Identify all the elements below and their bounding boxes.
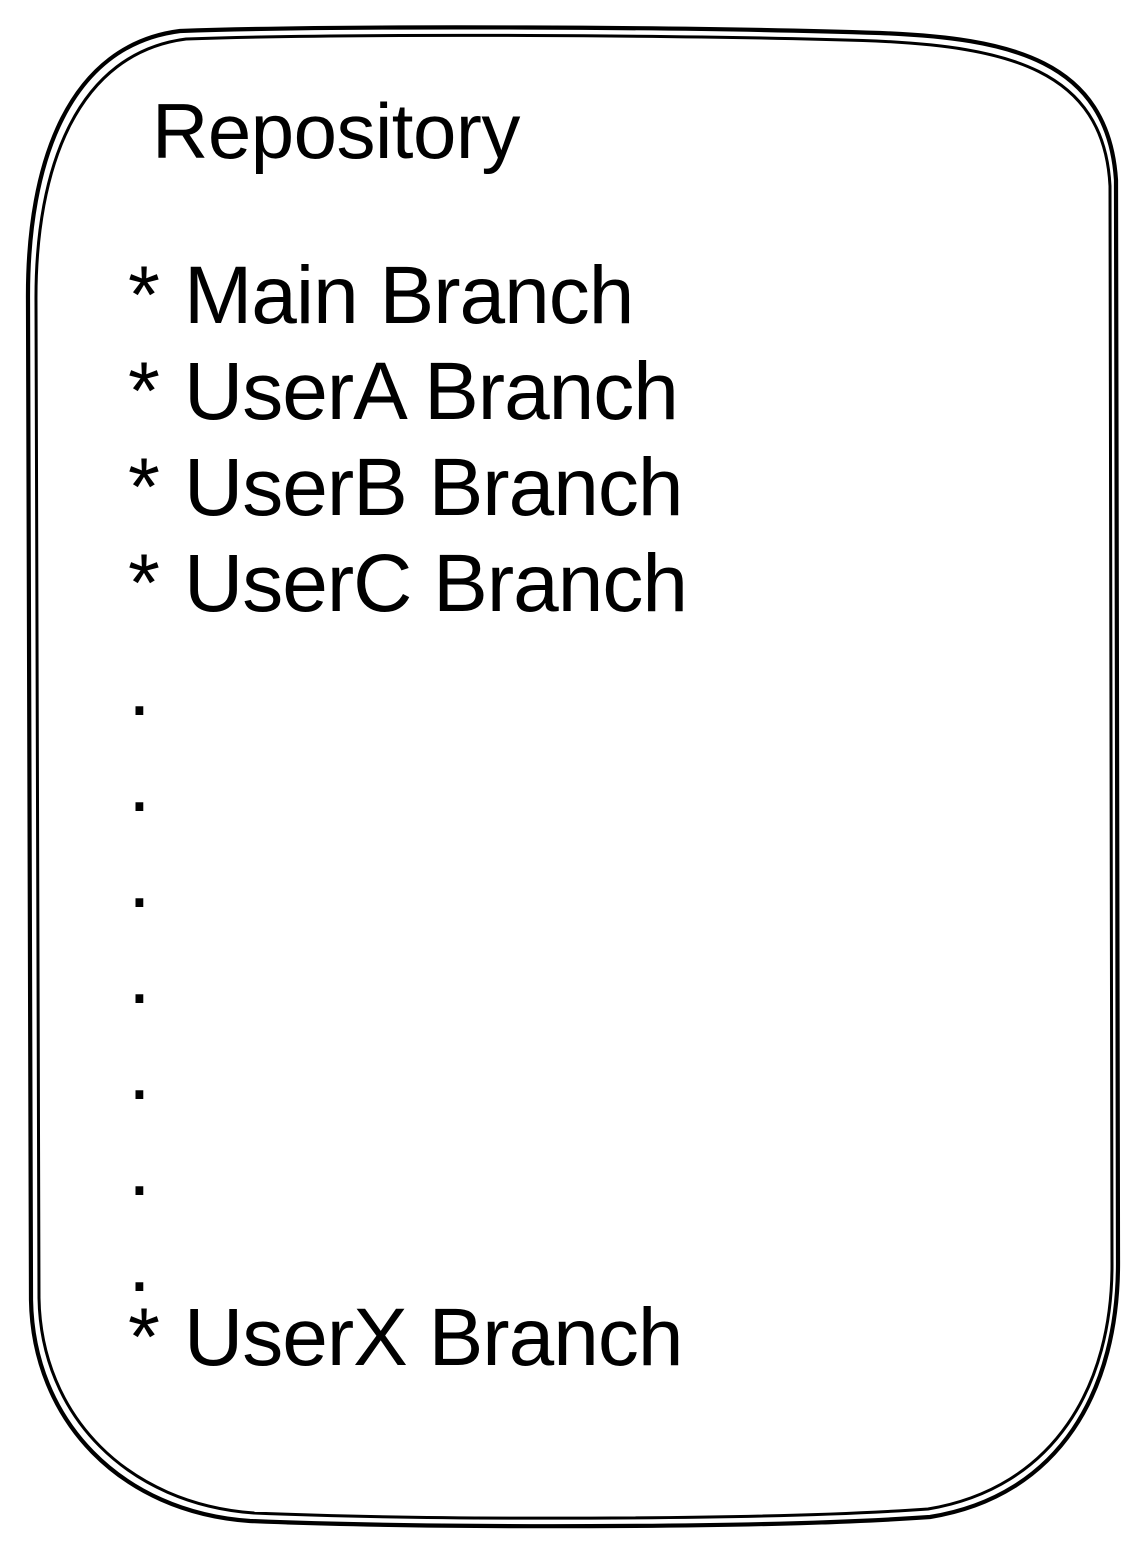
asterisk-bullet-icon: * bbox=[128, 1292, 160, 1383]
vertical-ellipsis: . . . . . . . bbox=[128, 640, 248, 1312]
ellipsis-dot: . bbox=[128, 930, 151, 1021]
asterisk-bullet-icon: * bbox=[128, 442, 160, 533]
branch-list-item-last[interactable]: * UserX Branch bbox=[128, 1290, 683, 1386]
branch-label: Main Branch bbox=[184, 250, 634, 341]
branch-list-item[interactable]: * UserA Branch bbox=[128, 344, 1068, 440]
branch-list-item[interactable]: * UserB Branch bbox=[128, 440, 1068, 536]
ellipsis-dot: . bbox=[128, 834, 151, 925]
branch-label: UserC Branch bbox=[184, 538, 688, 629]
branch-label: UserB Branch bbox=[184, 442, 683, 533]
asterisk-bullet-icon: * bbox=[128, 538, 160, 629]
asterisk-bullet-icon: * bbox=[128, 250, 160, 341]
branch-list-item[interactable]: * Main Branch bbox=[128, 248, 1068, 344]
branch-list: * Main Branch * UserA Branch * UserB Branch… bbox=[128, 248, 1068, 632]
ellipsis-dot: . bbox=[128, 642, 151, 733]
ellipsis-dot: . bbox=[128, 1026, 151, 1117]
ellipsis-dot: . bbox=[128, 1218, 151, 1309]
repository-title: Repository bbox=[152, 87, 520, 175]
branch-list-item[interactable]: * UserC Branch bbox=[128, 536, 1068, 632]
branch-label: UserA Branch bbox=[184, 346, 679, 437]
ellipsis-dot: . bbox=[128, 1122, 151, 1213]
ellipsis-dot: . bbox=[128, 738, 151, 829]
asterisk-bullet-icon: * bbox=[128, 346, 160, 437]
branch-label: UserX Branch bbox=[184, 1292, 683, 1383]
